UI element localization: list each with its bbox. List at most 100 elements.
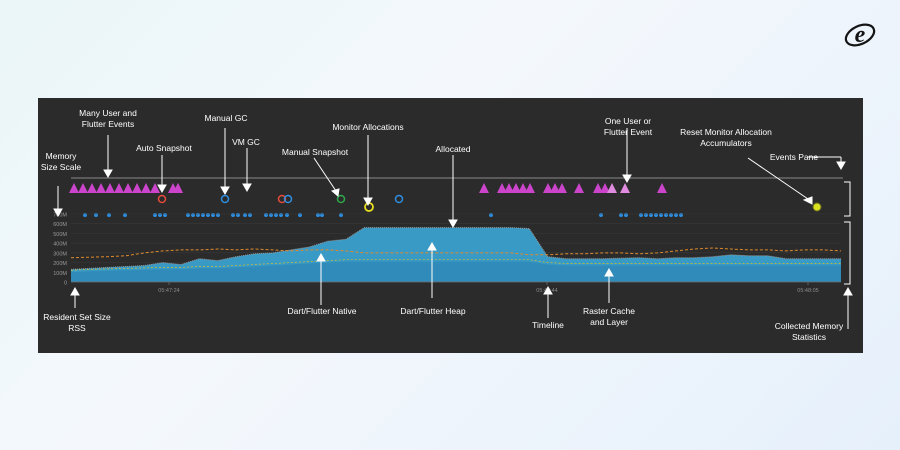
gc-dot [206, 213, 210, 217]
gc-dot [196, 213, 200, 217]
x-tick-label: 05:48:05 [797, 288, 818, 294]
gc-dot [489, 213, 493, 217]
gc-dot [264, 213, 268, 217]
gc-dot [649, 213, 653, 217]
flutter-event-marker [550, 183, 560, 193]
gc-dot [163, 213, 167, 217]
label-one-user-event: One User or Flutter Event [603, 116, 653, 137]
y-tick-label: 700M [53, 213, 67, 219]
user-event-marker [105, 183, 115, 193]
user-event-marker [96, 183, 106, 193]
gc-dot [599, 213, 603, 217]
series-rss [70, 247, 842, 259]
label-timeline: Timeline [532, 320, 564, 330]
y-tick-label: 600M [53, 222, 67, 228]
events-pane-bracket [844, 181, 851, 217]
gc-dot [186, 213, 190, 217]
gc-dot [269, 213, 273, 217]
label-manual-snapshot: Manual Snapshot [281, 147, 349, 157]
manual-snapshot-marker [336, 194, 346, 204]
user-event-marker [87, 183, 97, 193]
label-auto-snapshot: Auto Snapshot [136, 143, 192, 153]
label-resident-set-size: Resident Set Size RSS [43, 312, 111, 333]
gc-dot [211, 213, 215, 217]
series-dart-native [71, 261, 841, 282]
flutter-event-marker [557, 183, 567, 193]
user-event-marker [173, 183, 183, 193]
gc-dot [624, 213, 628, 217]
label-many-user-events: Many User and Flutter Events [79, 108, 137, 129]
gc-dot [153, 213, 157, 217]
logo-swoosh-icon [844, 23, 876, 47]
gc-dot [339, 213, 343, 217]
label-allocated: Allocated [435, 144, 471, 154]
gc-dot [248, 213, 252, 217]
gc-dot [231, 213, 235, 217]
gc-dot [236, 213, 240, 217]
label-dart-heap: Dart/Flutter Heap [400, 306, 466, 316]
manual-gc-marker [394, 194, 404, 204]
y-tick-label: 400M [53, 242, 67, 248]
gc-dot [639, 213, 643, 217]
user-event-marker [123, 183, 133, 193]
gc-dot [674, 213, 678, 217]
gc-dots-layer [83, 213, 683, 217]
gc-dot [669, 213, 673, 217]
x-tick-label: 05:47:24 [158, 288, 179, 294]
gc-dot [279, 213, 283, 217]
gc-dot [298, 213, 302, 217]
vm-gc-marker [283, 194, 293, 204]
label-monitor-allocations: Monitor Allocations [332, 122, 404, 132]
flutter-event-marker [497, 183, 507, 193]
gc-dot [243, 213, 247, 217]
flutter-event-marker [518, 183, 528, 193]
events-layer [69, 183, 667, 193]
gc-dot [320, 213, 324, 217]
label-events-pane: Events Pane [769, 152, 819, 162]
user-event-marker [141, 183, 151, 193]
gc-dot [679, 213, 683, 217]
label-dart-native: Dart/Flutter Native [287, 306, 357, 316]
gc-dot [107, 213, 111, 217]
flutter-event-marker [525, 183, 535, 193]
stats-pane-bracket [844, 221, 851, 285]
gc-dot [191, 213, 195, 217]
series-allocated-outline [70, 227, 841, 270]
reset-accumulators-marker [812, 202, 822, 212]
flutter-event-marker [657, 183, 667, 193]
flutter-event-marker [543, 183, 553, 193]
gc-dot [316, 213, 320, 217]
brand-logo: e [843, 20, 877, 50]
gc-dot [644, 213, 648, 217]
gc-dot [123, 213, 127, 217]
y-tick-label: 200M [53, 261, 67, 267]
gc-dot [94, 213, 98, 217]
flutter-event-marker [479, 183, 489, 193]
flutter-event-marker [600, 183, 610, 193]
gc-dot [83, 213, 87, 217]
gc-dot [201, 213, 205, 217]
label-collected-stats: Collected Memory Statistics [774, 321, 844, 342]
vm-gc-marker [277, 194, 287, 204]
series-capacity [70, 259, 841, 271]
y-tick-label: 0 [64, 281, 67, 287]
user-event-marker [78, 183, 88, 193]
label-manual-gc: Manual GC [204, 113, 248, 123]
y-tick-label: 300M [53, 251, 67, 257]
user-event-marker [150, 183, 160, 193]
annotation-arrows [53, 128, 853, 329]
auto-snapshot-marker [157, 194, 167, 204]
user-event-marker [69, 183, 79, 193]
flutter-event-marker [504, 183, 514, 193]
label-reset-monitor: Reset Monitor Allocation Accumulators [680, 127, 772, 148]
gc-dot [659, 213, 663, 217]
gc-dot [274, 213, 278, 217]
gc-dot [216, 213, 220, 217]
user-event-marker [114, 183, 124, 193]
flutter-event-marker [607, 183, 617, 193]
gc-dot [619, 213, 623, 217]
flutter-event-marker [574, 183, 584, 193]
y-tick-label: 500M [53, 232, 67, 238]
manual-gc-marker [220, 194, 230, 204]
plot-layer [70, 227, 842, 282]
